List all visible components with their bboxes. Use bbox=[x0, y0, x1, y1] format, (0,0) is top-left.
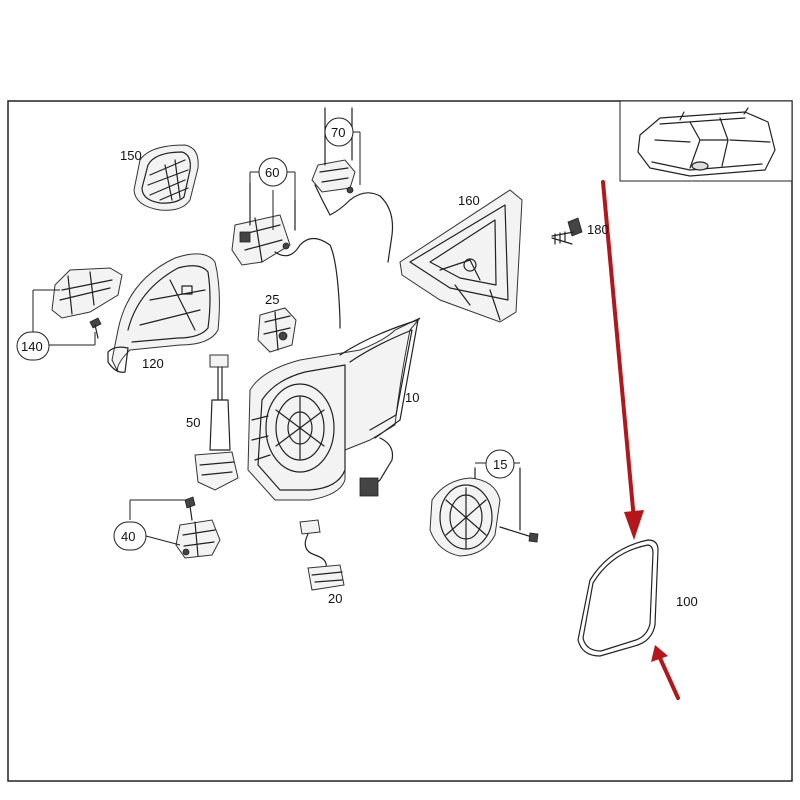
vehicle-inset bbox=[619, 100, 793, 182]
label-25: 25 bbox=[265, 292, 279, 307]
label-50: 50 bbox=[186, 415, 200, 430]
label-120: 120 bbox=[142, 356, 164, 371]
part-70-drawing bbox=[311, 107, 394, 263]
arrow-lower-shaft bbox=[658, 656, 680, 700]
label-70: 70 bbox=[331, 125, 345, 140]
label-160: 160 bbox=[458, 193, 480, 208]
arrow-lower-head bbox=[651, 645, 668, 662]
callout-15 bbox=[485, 449, 515, 479]
label-60: 60 bbox=[265, 165, 279, 180]
diagram-frame bbox=[7, 100, 793, 782]
part-160-drawing bbox=[399, 189, 523, 323]
part-40-drawing bbox=[175, 496, 221, 559]
callout-70 bbox=[324, 117, 354, 147]
part-180-drawing bbox=[551, 217, 583, 245]
label-40: 40 bbox=[121, 529, 135, 544]
part-15-drawing bbox=[429, 467, 539, 557]
label-15: 15 bbox=[493, 457, 507, 472]
label-150: 150 bbox=[120, 148, 142, 163]
part-25-drawing bbox=[257, 307, 297, 353]
callout-40 bbox=[113, 521, 147, 551]
callout-60 bbox=[258, 157, 288, 187]
label-180: 180 bbox=[587, 222, 609, 237]
mirror-glass bbox=[577, 539, 659, 657]
part-140-drawing bbox=[51, 267, 123, 339]
part-60-drawing bbox=[231, 182, 341, 329]
part-10-drawing bbox=[247, 317, 421, 501]
label-140: 140 bbox=[21, 339, 43, 354]
part-labels: 150 70 60 160 180 25 140 120 10 50 15 40… bbox=[21, 125, 698, 609]
leader-lines bbox=[32, 131, 520, 546]
part-20-drawing bbox=[299, 519, 345, 591]
callouts bbox=[16, 117, 515, 551]
part-120-drawing bbox=[107, 253, 220, 373]
arrow-upper-head bbox=[624, 510, 644, 540]
label-20: 20 bbox=[328, 591, 342, 606]
red-arrows bbox=[601, 180, 680, 700]
part-100-drawing[interactable] bbox=[577, 539, 659, 657]
part-150-drawing bbox=[133, 144, 199, 211]
car-top-view-icon bbox=[637, 107, 776, 177]
label-100: 100 bbox=[676, 594, 698, 609]
part-50-drawing bbox=[194, 354, 239, 491]
arrow-upper-shaft bbox=[601, 180, 636, 522]
callout-140 bbox=[16, 331, 50, 361]
label-10: 10 bbox=[405, 390, 419, 405]
